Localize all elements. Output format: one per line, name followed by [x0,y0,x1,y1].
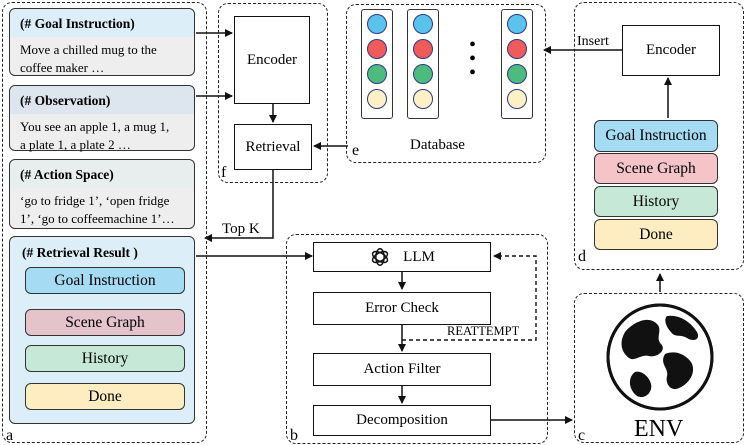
retrieval-box: Retrieval [234,124,312,170]
memory-history: History [594,186,718,217]
database-entry-dot [413,89,433,109]
memory-goal-instruction: Goal Instruction [594,120,718,152]
panel-d-label: d [578,248,586,265]
panel-d [574,2,744,270]
retrieval-result-card: (# Retrieval Result ) Goal Instruction S… [9,236,195,424]
database-entry-dot [507,14,527,34]
observation-tag: (# Observation) [10,86,194,114]
observation-text: You see an apple 1, a mug 1, a plate 1, … [20,119,170,152]
database-entry-dot [367,14,387,34]
database-entry-dot [507,39,527,59]
database-entry-dot [507,89,527,109]
panel-a-label: a [6,427,14,444]
memory-done: Done [594,219,718,250]
goal-text: Move a chilled mug to the coffee maker … [20,42,157,75]
database-entry-dot [413,64,433,84]
retrieval-result-title: (# Retrieval Result ) [22,245,138,260]
database-entry-dot [367,89,387,109]
panel-c [574,293,744,443]
result-done: Done [25,383,185,410]
action-space-card: (# Action Space) ‘go to fridge 1’, ‘open… [9,159,195,229]
llm-box: LLM [313,242,491,272]
action-space-tag: (# Action Space) [10,160,194,188]
goal-tag: (# Goal Instruction) [10,9,194,37]
result-scene-graph: Scene Graph [25,309,185,336]
panel-b-label: b [290,427,298,444]
database-entry-dot [367,39,387,59]
env-label: ENV [634,416,684,442]
llm-label: LLM [403,248,435,265]
goal-instruction-card: (# Goal Instruction) Move a chilled mug … [9,8,195,76]
observation-card: (# Observation) You see an apple 1, a mu… [9,85,195,152]
result-history: History [25,345,185,372]
encoder-f: Encoder [234,16,310,104]
panel-a [2,2,207,443]
action-filter-box: Action Filter [313,353,491,386]
panel-f-label: f [221,164,227,181]
top-k-label: Top K [222,221,260,237]
result-goal-instruction: Goal Instruction [25,267,185,294]
database-entry-dot [413,39,433,59]
openai-logo-icon [371,248,389,266]
insert-label: Insert [577,34,609,49]
panel-f [218,3,328,183]
encoder-d: Encoder [622,25,720,76]
memory-scene-graph: Scene Graph [594,153,718,184]
database-entry-dot [413,14,433,34]
panel-b [286,234,548,444]
globe-icon [606,303,714,411]
reattempt-label: REATTEMPT [447,324,520,338]
database-entry-dot [507,64,527,84]
ellipsis-icon: ••• [469,34,477,84]
database-label: Database [410,137,465,153]
action-space-text: ‘go to fridge 1’, ‘open fridge 1’, ‘go t… [20,193,175,226]
panel-e [346,4,546,163]
decomposition-box: Decomposition [313,405,491,436]
database-entry-dot [367,64,387,84]
panel-e-label: e [352,142,360,159]
error-check-box: Error Check [313,292,491,325]
panel-c-label: c [578,427,586,444]
